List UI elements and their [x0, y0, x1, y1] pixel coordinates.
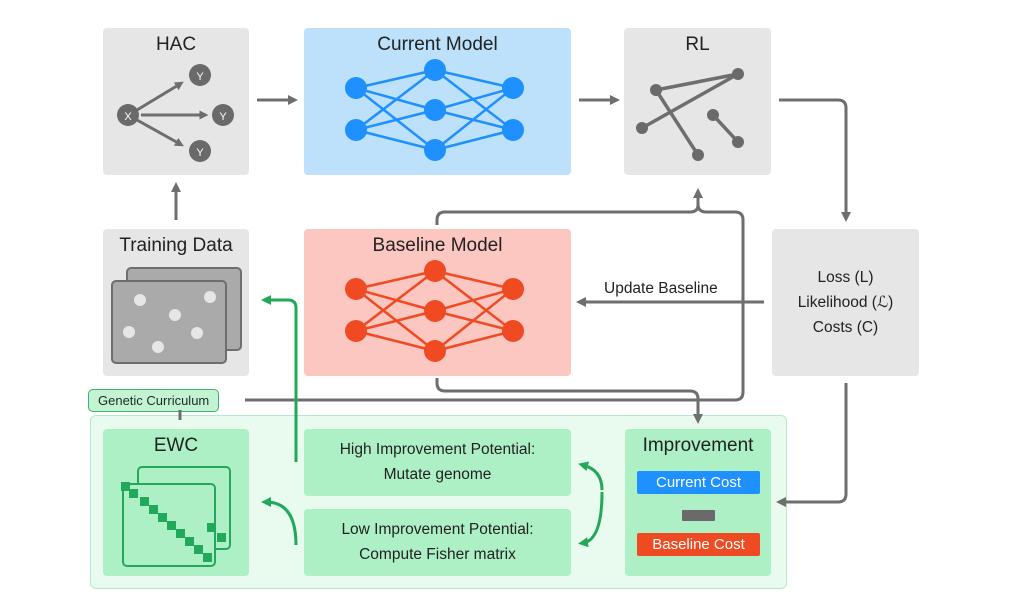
network-node [345, 77, 367, 99]
network-node [424, 59, 446, 81]
network-node [424, 139, 446, 161]
arrow-fisher-to-ewc [261, 497, 298, 546]
high-potential-box: High Improvement Potential: Mutate genom… [304, 429, 571, 496]
network-edge [355, 270, 436, 332]
network-edge [434, 288, 514, 352]
high-potential-text: High Improvement Potential: Mutate genom… [304, 437, 571, 487]
network-edge [434, 86, 514, 112]
hac-node-x-label: X [124, 111, 132, 123]
current-cost-pill: Current Cost [637, 471, 760, 494]
arrow-rl-to-metrics [779, 98, 851, 222]
network-node [502, 77, 524, 99]
low-potential-line2: Compute Fisher matrix [359, 546, 516, 563]
green-arrows [261, 295, 604, 548]
arrow-mutate-to-training [261, 295, 298, 462]
hac-node-y3 [189, 140, 211, 162]
arrow-baseline-to-improvement [435, 378, 703, 424]
high-potential-line1: High Improvement Potential: [339, 441, 536, 458]
network-edge [355, 269, 436, 291]
network-node [424, 99, 446, 121]
hac-box: HAC [103, 28, 249, 175]
rl-graph-icon [636, 68, 744, 161]
network-node [345, 278, 367, 300]
training-data-title: Training Data [119, 235, 233, 256]
arrow-curriculum-to-rl [245, 203, 745, 402]
network-edge [355, 128, 436, 152]
network-edge [434, 68, 514, 90]
network-node [424, 260, 446, 282]
network-edge [355, 68, 436, 90]
network-node [424, 340, 446, 362]
metrics-box: Loss (L) Likelihood (ℒ) Costs (C) [772, 229, 919, 376]
loss-label: Loss (L) [817, 269, 874, 286]
ewc-title: EWC [153, 435, 199, 456]
low-potential-line1: Low Improvement Potential: [341, 521, 534, 538]
grey-arrows [171, 95, 851, 507]
hac-node-x [117, 104, 139, 126]
low-potential-box: Low Improvement Potential: Compute Fishe… [304, 509, 571, 576]
low-potential-text: Low Improvement Potential: Compute Fishe… [304, 517, 571, 567]
training-data-icon [111, 267, 242, 364]
network-edge [355, 69, 436, 131]
network-edge [355, 108, 436, 132]
current-model-title: Current Model [377, 34, 498, 55]
fisher-matrix-icon [121, 466, 231, 567]
network-node [345, 119, 367, 141]
network-edge [434, 87, 514, 151]
hac-node-y1-label: Y [196, 71, 204, 83]
hac-node-y3-label: Y [196, 147, 204, 159]
baseline-cost-pill: Baseline Cost [637, 533, 760, 556]
arrow-baseline-to-rl [435, 188, 703, 225]
hac-node-y2 [212, 104, 234, 126]
hac-graph: X Y Y Y [117, 64, 234, 162]
update-baseline-label: Update Baseline [604, 280, 718, 297]
network-edge [434, 287, 514, 313]
current-model-network-icon [345, 59, 524, 161]
network-edge [434, 329, 514, 353]
network-edge [434, 269, 514, 291]
hac-node-y1 [189, 64, 211, 86]
arrow-metrics-to-improvement [776, 383, 848, 507]
arrow-improvement-to-low [578, 491, 604, 548]
likelihood-label: Likelihood (ℒ) [797, 294, 894, 311]
network-node [502, 119, 524, 141]
metrics-text: Loss (L) Likelihood (ℒ) Costs (C) [772, 265, 919, 340]
network-edge [355, 309, 436, 333]
network-node [345, 320, 367, 342]
improvement-title: Improvement [642, 435, 754, 456]
genetic-curriculum-tag: Genetic Curriculum [88, 389, 220, 412]
hac-title: HAC [155, 34, 197, 55]
network-node [424, 300, 446, 322]
costs-label: Costs (C) [812, 319, 879, 336]
baseline-model-network-icon [345, 260, 524, 362]
network-node [502, 278, 524, 300]
network-edge [434, 128, 514, 152]
arrow-improvement-to-high [578, 461, 604, 491]
network-edge [355, 329, 436, 353]
high-potential-line2: Mutate genome [383, 466, 492, 483]
rl-title: RL [685, 34, 710, 55]
network-node [502, 320, 524, 342]
hac-node-y2-label: Y [219, 111, 227, 123]
baseline-model-title: Baseline Model [372, 235, 503, 256]
minus-sign [682, 510, 715, 521]
